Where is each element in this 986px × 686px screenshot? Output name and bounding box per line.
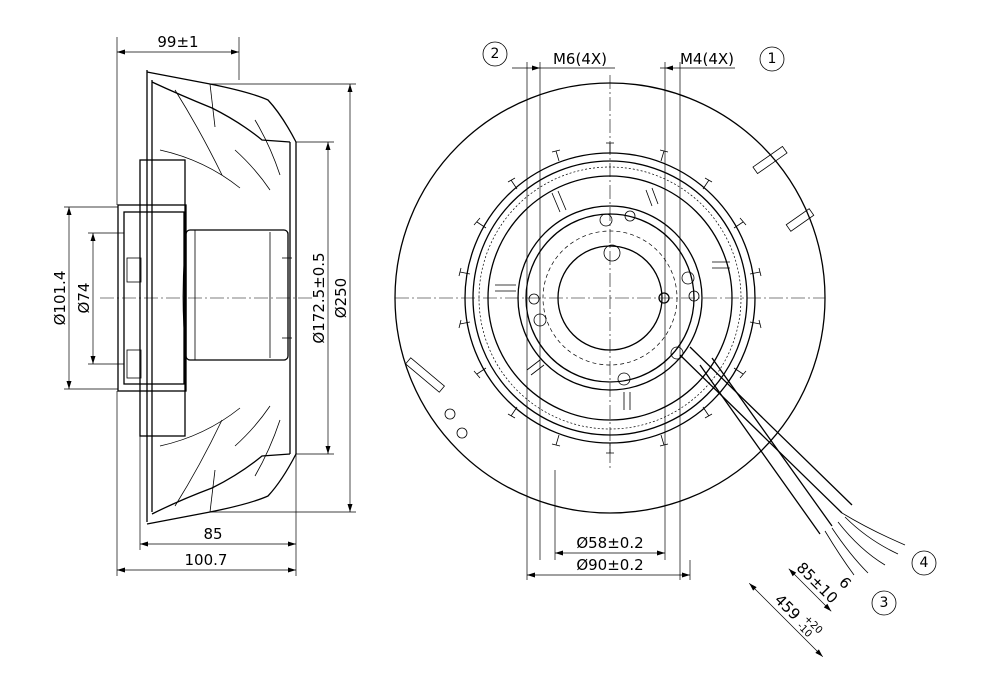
dim-depth-overall: 99±1: [157, 33, 198, 51]
dim-rotor-depth: 85: [203, 525, 222, 543]
front-view: M6(4X) M4(4X) Ø58±0.2 Ø90±0.2 85±10 6 45…: [394, 41, 937, 658]
callout-3: 3: [871, 590, 897, 616]
dim-bolt-circle-large: Ø90±0.2: [576, 556, 643, 574]
dim-flange-diameter: Ø101.4: [51, 271, 69, 326]
callout-4: 4: [911, 550, 937, 576]
dim-lead-strip-length: 85±10: [793, 559, 842, 608]
dim-thread-m6: M6(4X): [553, 50, 607, 68]
svg-text:4: 4: [920, 555, 929, 571]
callout-1: 1: [759, 46, 785, 72]
dim-lead-tip-length: 6: [835, 573, 854, 592]
dim-impeller-diameter: Ø250: [332, 278, 350, 318]
dim-lead-total-length: 459: [771, 591, 804, 624]
dim-thread-m4: M4(4X): [680, 50, 734, 68]
dim-total-depth: 100.7: [185, 551, 228, 569]
svg-text:3: 3: [880, 595, 889, 611]
dim-inlet-diameter: Ø172.5±0.5: [310, 252, 328, 343]
svg-text:1: 1: [768, 51, 777, 67]
side-view: 99±1 Ø101.4 Ø74 Ø172.5±0.5 Ø250: [51, 33, 356, 576]
callout-2: 2: [482, 41, 508, 67]
svg-text:2: 2: [491, 46, 500, 62]
blade-tabs: [458, 142, 762, 454]
mounting-bosses: [495, 187, 730, 410]
cable-bundle: [679, 346, 906, 576]
dim-shaft-diameter: Ø74: [75, 283, 93, 314]
dim-bolt-circle-small: Ø58±0.2: [576, 534, 643, 552]
rating-labels: [752, 145, 788, 175]
